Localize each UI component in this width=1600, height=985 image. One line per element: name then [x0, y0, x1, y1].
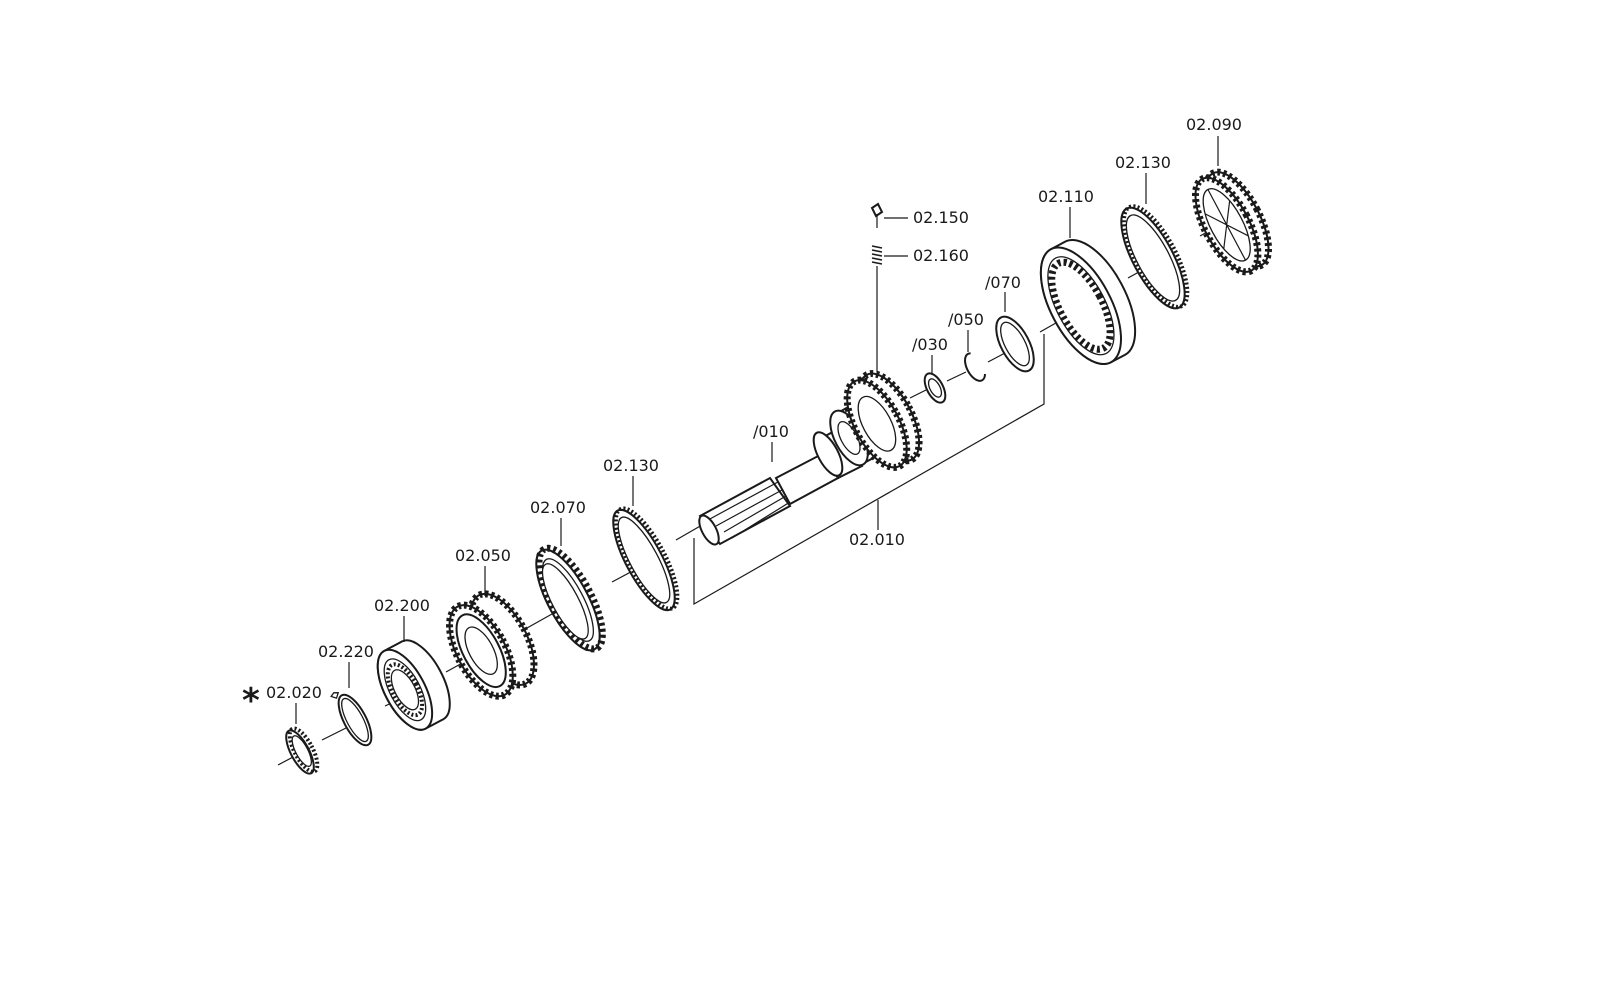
label-02200: 02.200: [374, 596, 430, 615]
label-02090: 02.090: [1186, 115, 1242, 134]
label-010: /010: [753, 422, 789, 441]
part-02150-detent-pin: [870, 202, 884, 228]
label-02010: 02.010: [849, 530, 905, 549]
label-050: /050: [948, 310, 984, 329]
part-02050-gear: [446, 590, 538, 700]
asterisk-marker: *: [242, 681, 260, 721]
label-02160: 02.160: [913, 246, 969, 265]
part-050-circlip: [964, 352, 986, 382]
part-070-thrust-washer: [995, 315, 1035, 373]
label-02020: 02.020: [266, 683, 322, 702]
leader-lines: [295, 136, 1219, 724]
label-02220: 02.220: [318, 642, 374, 661]
part-02090-synchro-body: [1192, 168, 1272, 276]
label-02110: 02.110: [1038, 187, 1094, 206]
label-070: /070: [985, 273, 1021, 292]
label-02130-right: 02.130: [1115, 153, 1171, 172]
part-02220-snap-ring: [330, 692, 373, 747]
part-02020-ring: [285, 726, 320, 775]
part-02110-sliding-sleeve: [1039, 239, 1137, 365]
label-02150: 02.150: [913, 208, 969, 227]
label-02070: 02.070: [530, 498, 586, 517]
assembly-bracket-02010: [693, 334, 1045, 606]
part-030-ring: [923, 372, 947, 404]
label-02130-left: 02.130: [603, 456, 659, 475]
part-02200-bearing: [376, 639, 451, 731]
part-010-main-shaft: [698, 370, 923, 546]
part-02130-ring-left: [612, 506, 680, 612]
label-02050: 02.050: [455, 546, 511, 565]
part-02070-synchro-ring: [535, 544, 606, 653]
label-030: /030: [912, 335, 948, 354]
part-02160-spring: [871, 245, 883, 372]
